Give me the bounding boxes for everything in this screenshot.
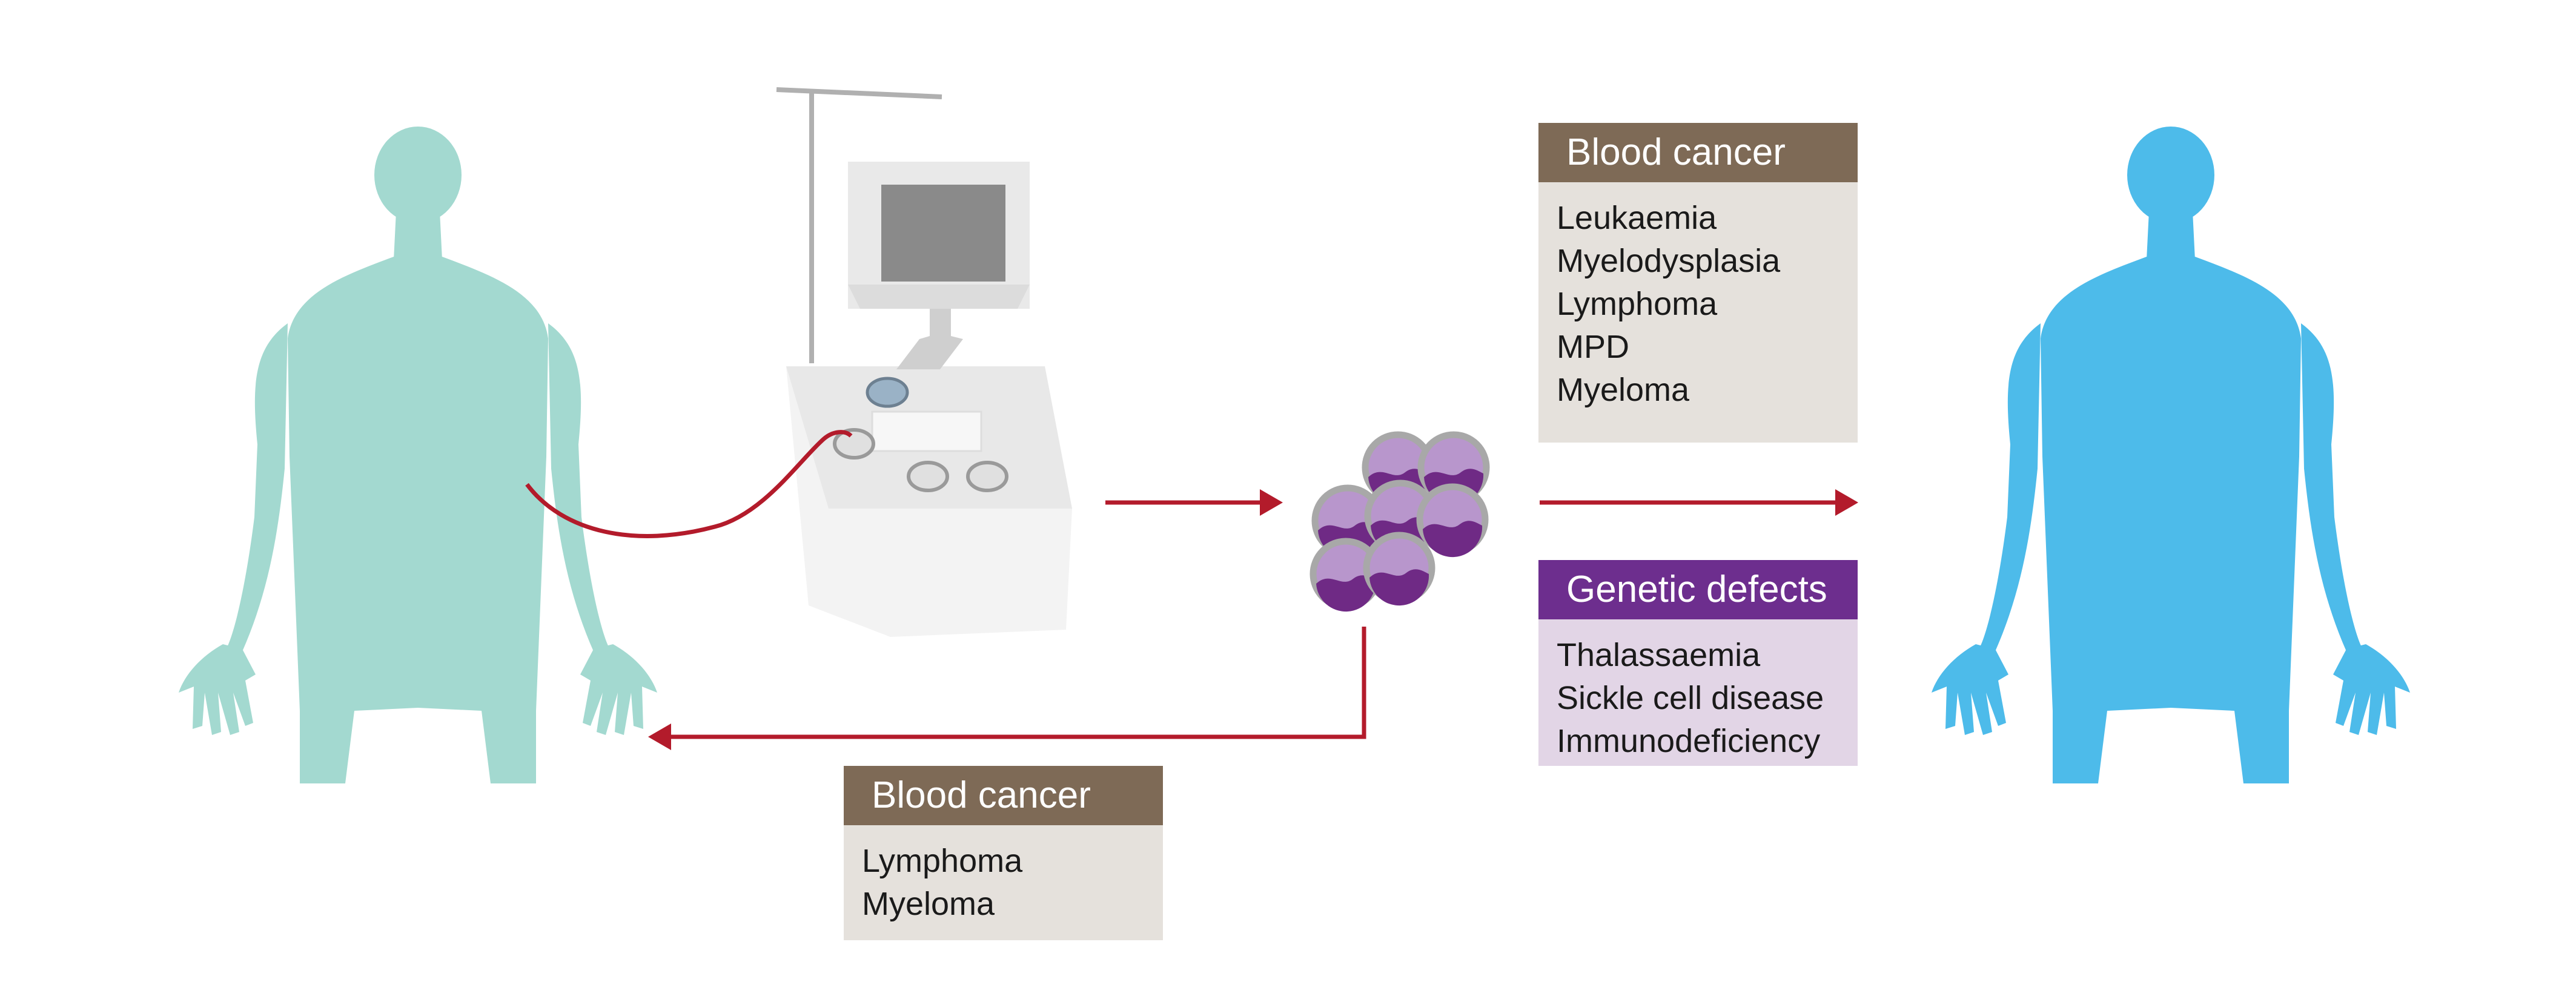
list-item: Myeloma: [862, 886, 995, 922]
blood-cancer-box-bottom: Blood cancer Lymphoma Myeloma: [844, 766, 1163, 940]
list-item: Sickle cell disease: [1557, 680, 1824, 716]
list-item: Leukaemia: [1557, 200, 1717, 236]
list-item: Thalassaemia: [1557, 637, 1761, 673]
arrow-cells-to-donor: [648, 627, 1366, 750]
genetic-defects-box: Genetic defects Thalassaemia Sickle cell…: [1538, 560, 1858, 766]
list-item: Lymphoma: [1557, 286, 1718, 322]
arrow-cells-to-recipient: [1540, 489, 1858, 516]
blood-tube: [525, 430, 853, 538]
list-item: Myeloma: [1557, 372, 1690, 408]
box-title: Genetic defects: [1538, 560, 1858, 619]
stem-cells-icon: [1313, 435, 1486, 611]
donor-person-icon: [179, 127, 657, 783]
arrow-machine-to-cells: [1105, 489, 1283, 516]
list-item: MPD: [1557, 329, 1629, 365]
apheresis-machine-icon: [776, 87, 1072, 637]
list-item: Immunodeficiency: [1557, 723, 1821, 759]
list-item: Myelodysplasia: [1557, 243, 1781, 279]
blood-cancer-box-top: Blood cancer Leukaemia Myelodysplasia Ly…: [1538, 123, 1858, 443]
box-title: Blood cancer: [844, 766, 1163, 825]
list-item: Lymphoma: [862, 843, 1023, 879]
box-title: Blood cancer: [1538, 123, 1858, 182]
recipient-person-icon: [1932, 127, 2410, 783]
